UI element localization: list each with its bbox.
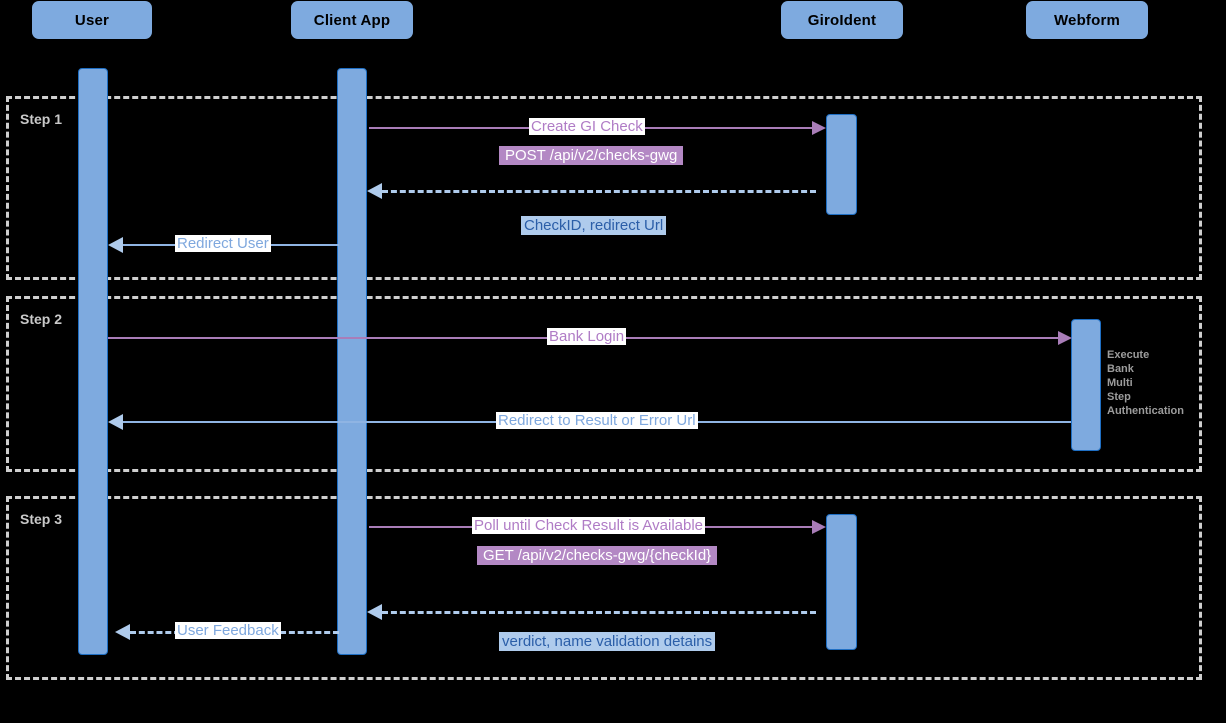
frame-step1-label: Step 1 (20, 111, 63, 127)
participant-user[interactable]: User (32, 1, 152, 39)
arrowhead-user-feedback (115, 624, 130, 640)
note-line-1: Execute (1107, 349, 1150, 361)
participant-client-app[interactable]: Client App (291, 1, 413, 39)
message-label-bank-login: Bank Login (547, 328, 627, 345)
note-line-5: Authentication (1107, 405, 1184, 417)
arrowhead-poll-until-result (812, 520, 826, 534)
arrowhead-bank-login (1058, 331, 1072, 345)
note-line-3: Multi (1107, 377, 1133, 389)
message-label-verdict-details: verdict, name validation detains (499, 632, 716, 651)
frame-step2 (6, 296, 1202, 472)
message-label-poll-until-result: Poll until Check Result is Available (472, 517, 706, 534)
arrowhead-create-gi-check (812, 121, 826, 135)
arrowhead-checkid-redirect-url (367, 183, 382, 199)
message-label-checkid-redirect-url: CheckID, redirect Url (521, 216, 667, 235)
note-webform-auth: Execute Bank Multi Step Authentication (1107, 348, 1184, 418)
message-label-post-checks-gwg: POST /api/v2/checks-gwg (499, 146, 684, 165)
arrowhead-redirect-result (108, 414, 123, 430)
note-line-2: Bank (1107, 363, 1134, 375)
activation-giroident-step1 (826, 114, 857, 215)
message-line-checkid-redirect-url (382, 190, 816, 193)
message-label-redirect-user: Redirect User (175, 235, 271, 252)
activation-giroident-step3 (826, 514, 857, 650)
participant-webform[interactable]: Webform (1026, 1, 1148, 39)
message-label-user-feedback: User Feedback (175, 622, 281, 639)
message-label-get-checks-gwg: GET /api/v2/checks-gwg/{checkId} (477, 546, 718, 565)
message-line-verdict-details (382, 611, 816, 614)
frame-step2-label: Step 2 (20, 311, 63, 327)
arrowhead-verdict-details (367, 604, 382, 620)
frame-step1 (6, 96, 1202, 280)
message-label-create-gi-check: Create GI Check (529, 118, 645, 135)
activation-user (78, 68, 108, 655)
frame-step3 (6, 496, 1202, 680)
note-line-4: Step (1107, 391, 1131, 403)
participant-giroident[interactable]: GiroIdent (781, 1, 903, 39)
arrowhead-redirect-user (108, 237, 123, 253)
activation-webform-step2 (1071, 319, 1101, 451)
message-label-redirect-result: Redirect to Result or Error Url (496, 412, 698, 429)
frame-step3-label: Step 3 (20, 511, 63, 527)
activation-client-app (337, 68, 367, 655)
